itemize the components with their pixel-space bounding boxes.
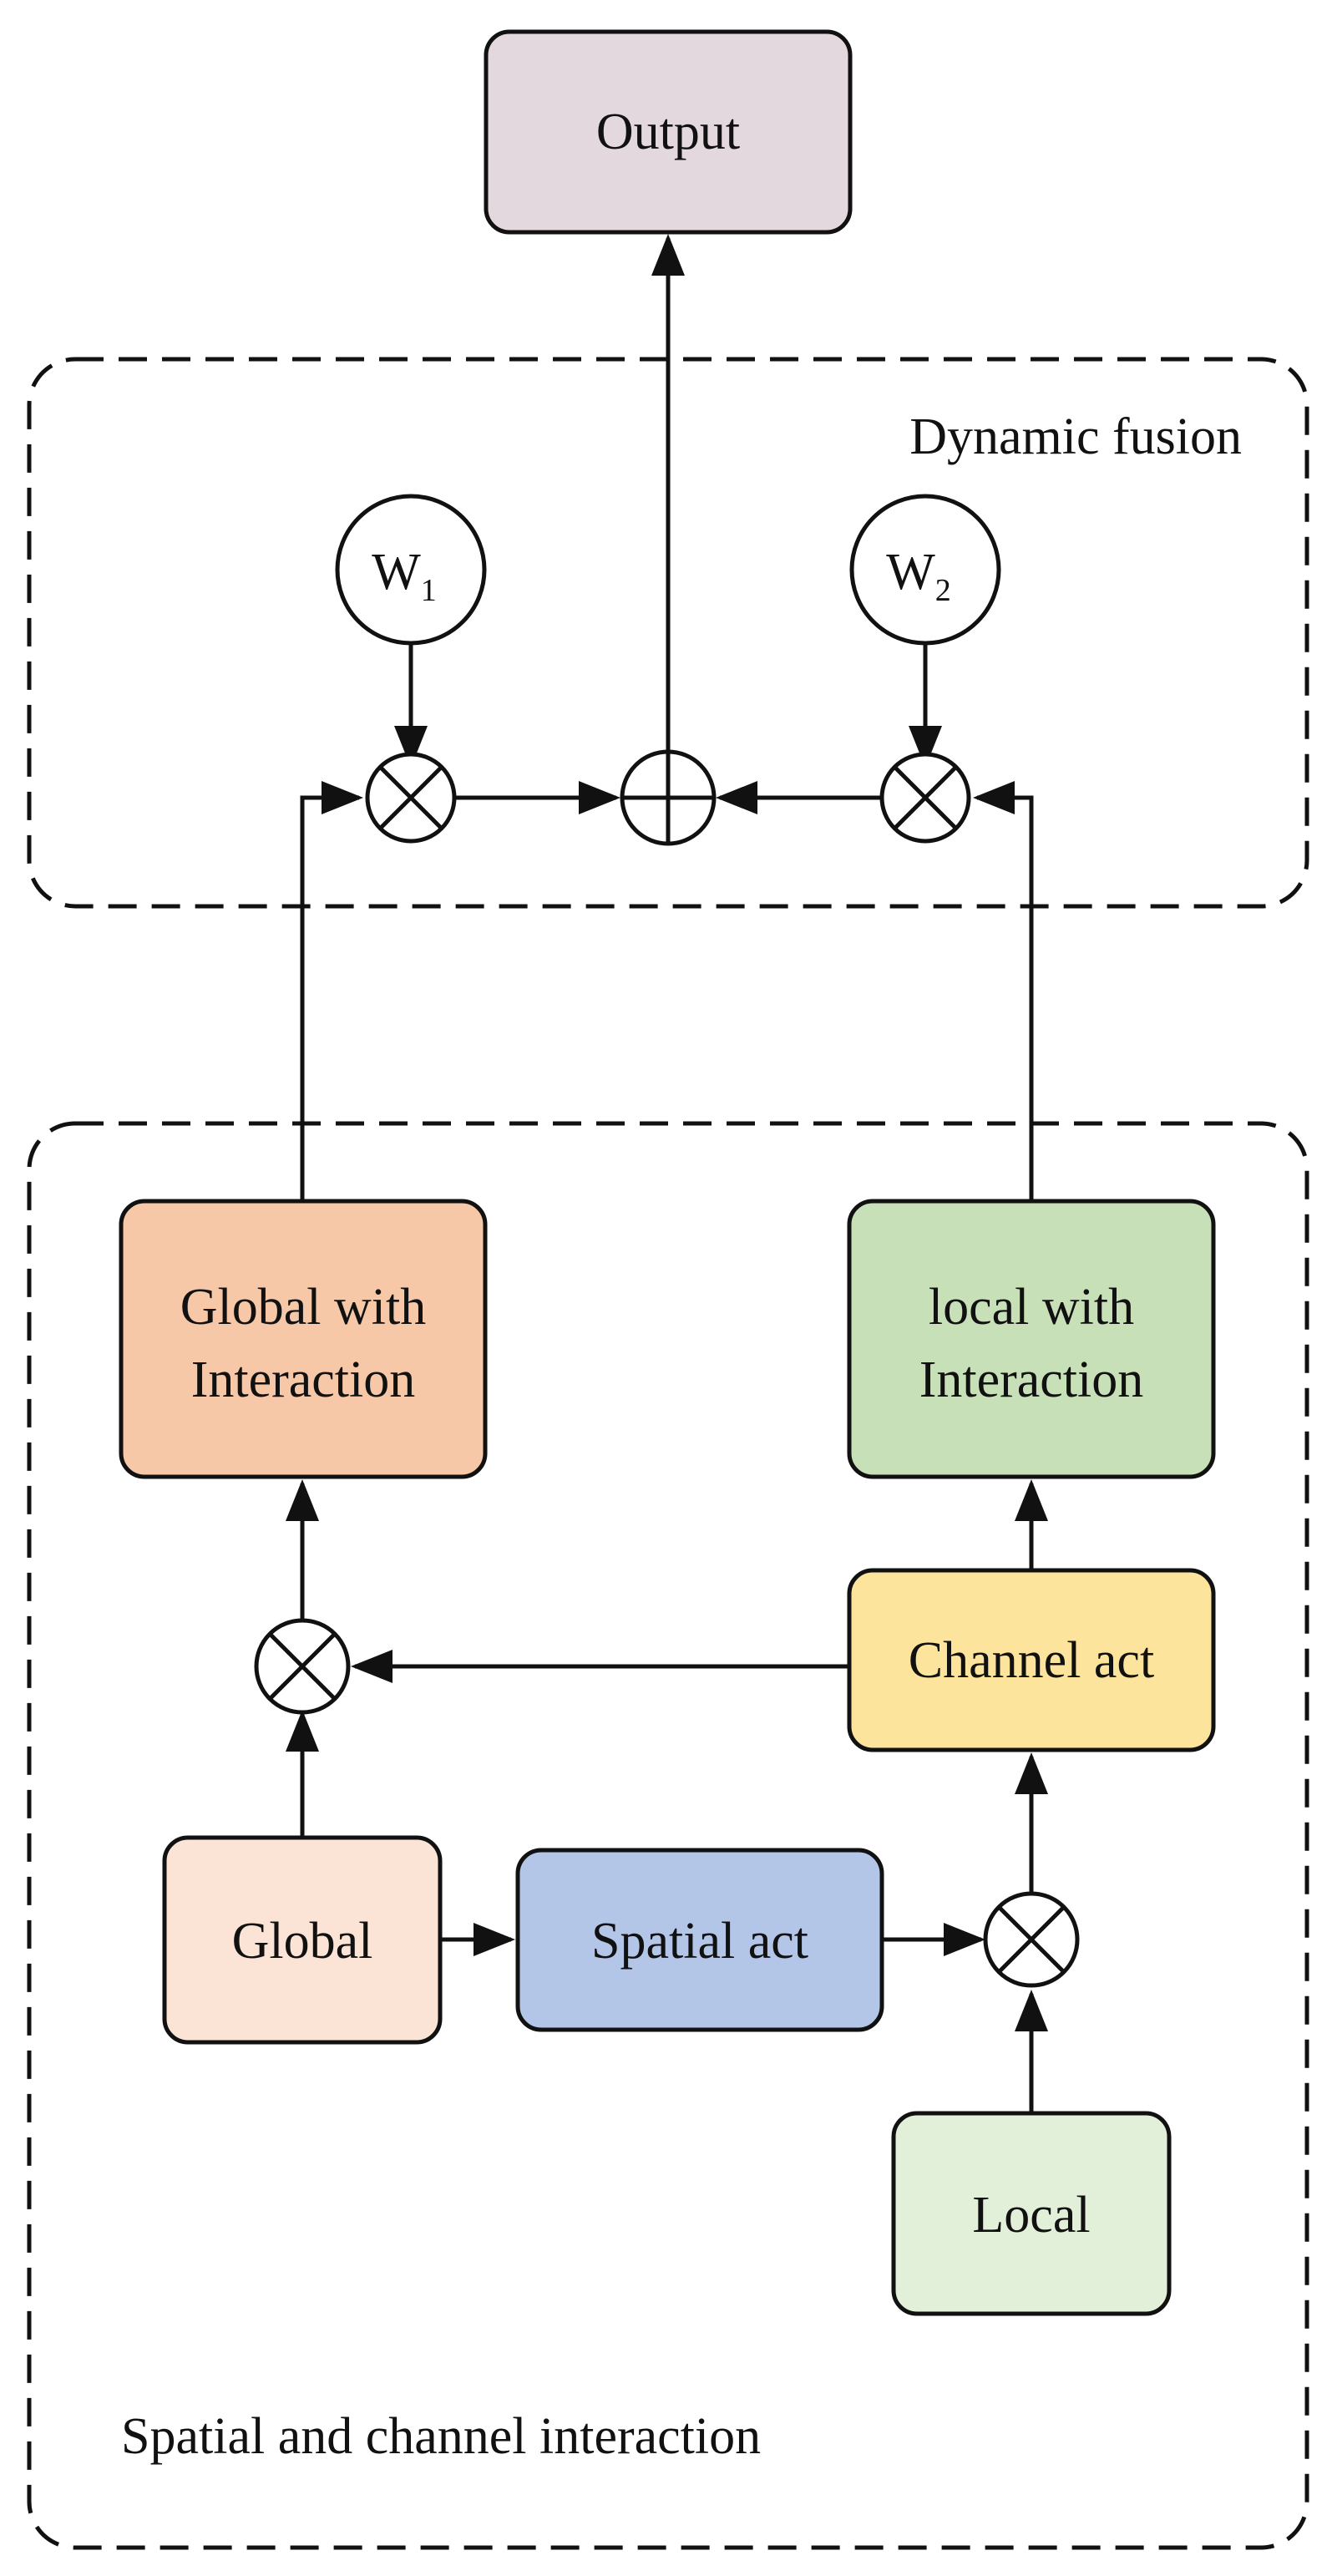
output-label: Output <box>596 104 740 160</box>
multiply-op-global <box>254 1618 351 1715</box>
w2-node <box>849 494 1001 646</box>
spatial-channel-region <box>27 1121 1309 2550</box>
local-label: Local <box>972 2187 1090 2244</box>
spatial-channel-label: Spatial and channel interaction <box>121 2408 761 2465</box>
local-interaction-label-line1: local with <box>929 1279 1134 1336</box>
multiply-op-right <box>879 752 971 844</box>
global-interaction-label-line2: Interaction <box>191 1351 416 1408</box>
global-interaction-box <box>119 1199 488 1479</box>
w1-label: W1 <box>372 544 437 608</box>
sum-op <box>620 749 717 846</box>
output-box <box>484 29 853 235</box>
local-interaction-box <box>847 1199 1216 1479</box>
global-interaction-label-line1: Global with <box>180 1279 426 1336</box>
channel-act-label: Channel act <box>909 1632 1154 1689</box>
global-label: Global <box>232 1913 373 1970</box>
w2-label: W2 <box>886 544 951 608</box>
arrow-global-interaction-to-mult1 <box>300 781 363 1201</box>
spatial-act-label: Spatial act <box>591 1913 808 1970</box>
multiply-op-local <box>983 1891 1080 1988</box>
multiply-op-left <box>365 752 457 844</box>
w1-node <box>335 494 487 646</box>
dynamic-fusion-label: Dynamic fusion <box>909 408 1242 465</box>
arrow-local-interaction-to-mult2 <box>973 781 1034 1201</box>
local-interaction-label-line2: Interaction <box>919 1351 1144 1408</box>
